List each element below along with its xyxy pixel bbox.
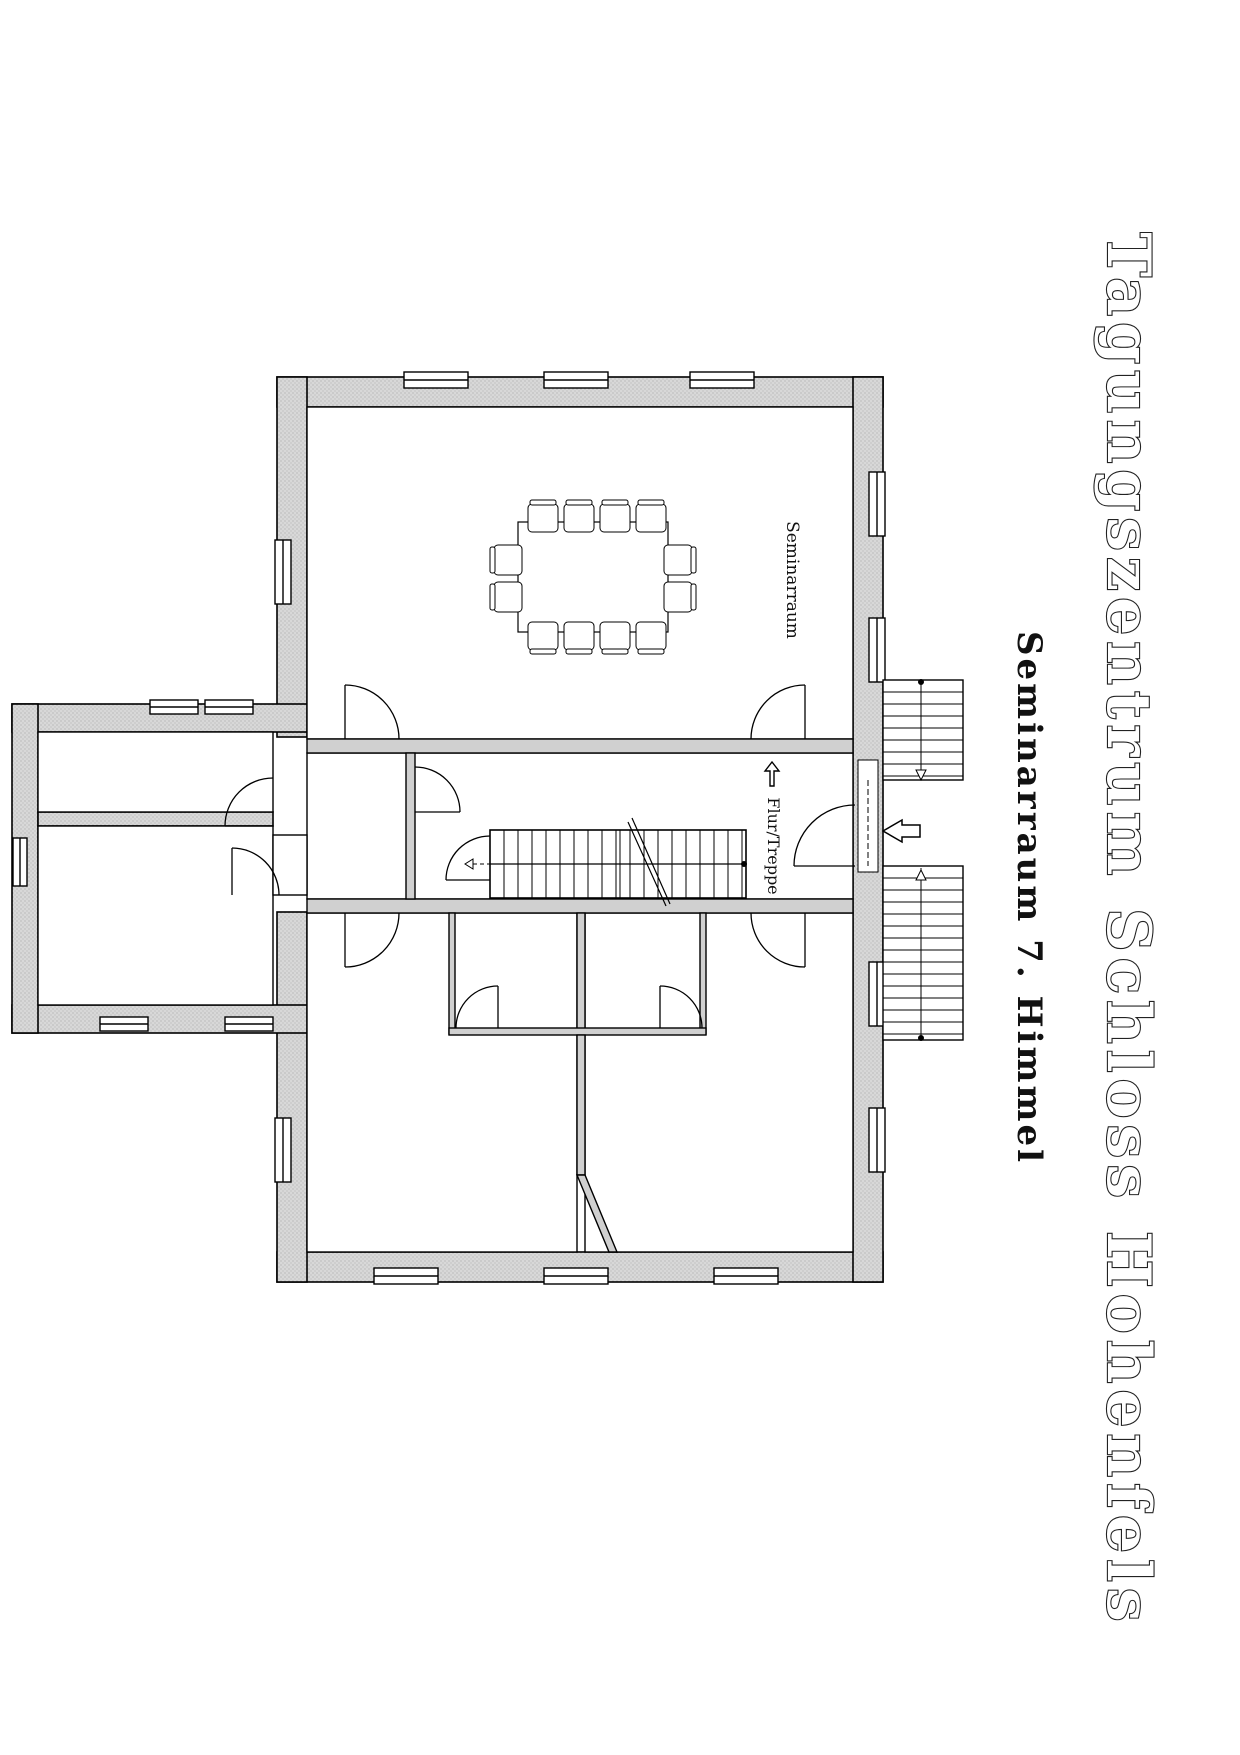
- window: [274, 1117, 292, 1183]
- wall-closet-a-west: [448, 912, 456, 1035]
- chair: [635, 621, 667, 655]
- annex-room-north: [37, 731, 274, 813]
- stair-end-marker: [741, 861, 747, 867]
- chair: [563, 499, 595, 533]
- corridor-arrow-icon: [763, 760, 781, 787]
- room-label-corridor: Flur/Treppe: [764, 797, 783, 894]
- chair: [527, 499, 559, 533]
- door-closet-b: [659, 985, 703, 1029]
- exterior-stair-steps: [883, 691, 963, 1035]
- door-stair: [445, 835, 491, 881]
- annex-wall-mid: [37, 811, 274, 827]
- wall-lower-diagonal: [575, 1174, 619, 1253]
- chair: [599, 621, 631, 655]
- wall-lower-divider: [576, 1034, 586, 1176]
- windows: [12, 371, 886, 1285]
- window: [543, 1267, 609, 1285]
- window: [99, 1016, 149, 1032]
- chairs: [489, 499, 697, 655]
- window: [868, 471, 886, 537]
- doors: [224, 684, 856, 1029]
- window: [224, 1016, 274, 1032]
- window: [868, 617, 886, 683]
- door-main-entrance: [793, 804, 856, 867]
- exterior-stairs: [882, 679, 964, 1041]
- wall-closet-mid: [576, 912, 586, 1035]
- annex-room-south: [37, 825, 274, 1006]
- door-closet-a: [455, 985, 499, 1029]
- door-annex-north: [224, 777, 274, 827]
- chair: [635, 499, 667, 533]
- wall-seminar-corridor: [306, 738, 854, 754]
- chair: [663, 581, 697, 613]
- window: [713, 1267, 779, 1285]
- window: [204, 699, 254, 715]
- window: [274, 539, 292, 605]
- door-vestibule: [414, 766, 461, 813]
- room-label-seminar: Seminarraum: [782, 521, 802, 639]
- entrance-landing: [857, 759, 879, 873]
- chair: [563, 621, 595, 655]
- window: [868, 1107, 886, 1173]
- chair: [489, 544, 523, 576]
- stair-steps: [503, 830, 743, 898]
- window: [373, 1267, 439, 1285]
- door-annex-south: [231, 847, 280, 896]
- chair: [599, 499, 631, 533]
- interior-staircase: [489, 829, 747, 899]
- door-seminar-east: [750, 684, 806, 740]
- wall-corridor-south: [306, 898, 854, 914]
- wall-closet-bottom: [448, 1027, 707, 1036]
- door-seminar-west: [344, 684, 400, 740]
- plan-title: Tagungszentrum Schloss Hohenfels: [1093, 232, 1163, 1627]
- window: [543, 371, 609, 389]
- room-lower-east: [584, 912, 854, 1253]
- plan-subtitle: Seminarraum 7. Himmel: [1009, 631, 1049, 1165]
- table: [517, 521, 669, 633]
- exterior-stair-guides: [915, 679, 927, 1041]
- stair-cut-line: [631, 817, 671, 905]
- conference-table: [517, 521, 669, 633]
- room-lower-west: [306, 912, 578, 1253]
- chair: [489, 581, 523, 613]
- wall-west-lower: [276, 911, 308, 1283]
- window: [12, 837, 28, 887]
- window: [149, 699, 199, 715]
- window: [403, 371, 469, 389]
- partitions: [306, 738, 854, 1176]
- wall-vestibule: [405, 752, 416, 900]
- window: [689, 371, 755, 389]
- stair-cut-line: [627, 821, 667, 907]
- chair: [527, 621, 559, 655]
- entrance-arrow-icon: [881, 818, 921, 844]
- door-lower-west: [344, 912, 400, 968]
- door-lower-east: [750, 912, 806, 968]
- chair: [663, 544, 697, 576]
